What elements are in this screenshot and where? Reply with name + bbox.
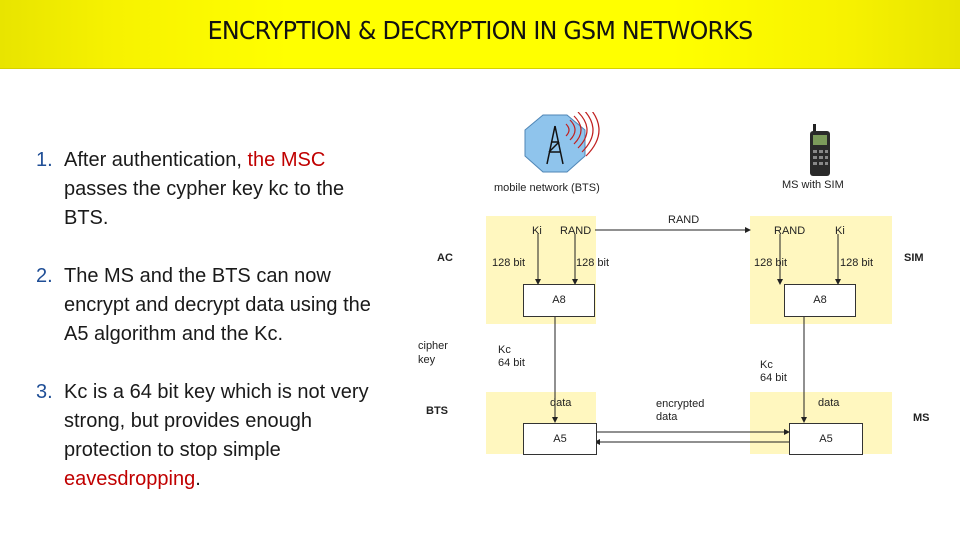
diagram-connectors <box>535 227 841 445</box>
bullet-text: Kc is a 64 bit key which is not very str… <box>64 381 369 490</box>
title-bar: ENCRYPTION & DECRYPTION IN GSM NETWORKS <box>0 0 960 69</box>
bits-label: 128 bit <box>840 257 874 269</box>
a5-box-bts: A5 <box>523 423 597 455</box>
a8-box-network: A8 <box>523 284 595 317</box>
kc-bits-ms: 64 bit <box>760 372 787 384</box>
bullet-number: 2. <box>36 265 53 287</box>
data-label-bts: data <box>550 397 572 409</box>
ac-side-label: AC <box>437 252 453 264</box>
mobile-phone-icon <box>810 124 830 176</box>
bits-label: 128 bit <box>576 257 610 269</box>
bullet-point: 2. The MS and the BTS can now encrypt an… <box>36 262 381 349</box>
rand-label-sim: RAND <box>774 225 806 237</box>
bullet-number: 3. <box>36 381 53 403</box>
slide-title: ENCRYPTION & DECRYPTION IN GSM NETWORKS <box>207 16 754 45</box>
bullet-text: After authentication, the MSC passes the… <box>64 149 345 229</box>
data-label-ms: data <box>818 397 840 409</box>
sim-side-label: SIM <box>904 252 924 264</box>
ki-label-sim: Ki <box>835 225 845 237</box>
bullet-point: 3. Kc is a 64 bit key which is not very … <box>36 378 381 494</box>
kc-bits-network: 64 bit <box>498 357 525 369</box>
bullet-text: The MS and the BTS can now encrypt and d… <box>64 265 371 345</box>
bts-side-label: BTS <box>426 405 448 417</box>
bullet-number: 1. <box>36 149 53 171</box>
encrypted-data-label: data <box>656 411 678 423</box>
a8-box-sim: A8 <box>784 284 856 317</box>
rand-top-label: RAND <box>668 214 700 226</box>
bullet-list: 1. After authentication, the MSC passes … <box>36 146 381 494</box>
ms-side-label: MS <box>913 412 930 424</box>
network-label: mobile network (BTS) <box>494 182 600 194</box>
encrypted-data-label: encrypted <box>656 398 705 410</box>
cipher-key-label: cipher <box>418 340 448 352</box>
bits-label: 128 bit <box>754 257 788 269</box>
kc-label-network: Kc <box>498 344 511 356</box>
ki-label-network: Ki <box>532 225 542 237</box>
bits-label: 128 bit <box>492 257 526 269</box>
a5-box-ms: A5 <box>789 423 863 455</box>
rand-label-network: RAND <box>560 225 592 237</box>
gsm-cipher-diagram: A8 A8 A5 A5 mobile network (BTS) MS with… <box>410 112 960 472</box>
ms-with-sim-label: MS with SIM <box>782 179 844 191</box>
bts-tower-icon <box>524 112 600 173</box>
cipher-key-label: key <box>418 354 436 366</box>
kc-label-ms: Kc <box>760 359 773 371</box>
bullet-point: 1. After authentication, the MSC passes … <box>36 146 381 233</box>
